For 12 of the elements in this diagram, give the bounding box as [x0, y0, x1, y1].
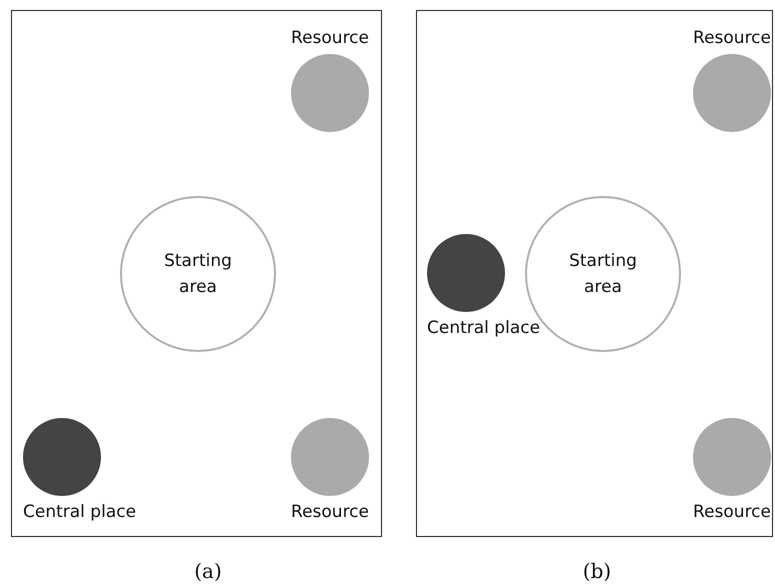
node-label: Central place: [427, 317, 540, 339]
node-label: Resource: [291, 501, 369, 523]
panel-frame: [416, 10, 773, 537]
node-label: Resource: [291, 27, 369, 49]
panel-caption: (a): [193, 559, 223, 583]
panel-frame: [11, 10, 382, 537]
node-label: Resource: [693, 27, 771, 49]
panel-caption: (b): [582, 559, 612, 583]
node-label: Central place: [23, 501, 136, 523]
node-label: Resource: [693, 501, 771, 523]
node-label: Starting area: [568, 250, 638, 299]
node-label: Starting area: [163, 250, 233, 299]
